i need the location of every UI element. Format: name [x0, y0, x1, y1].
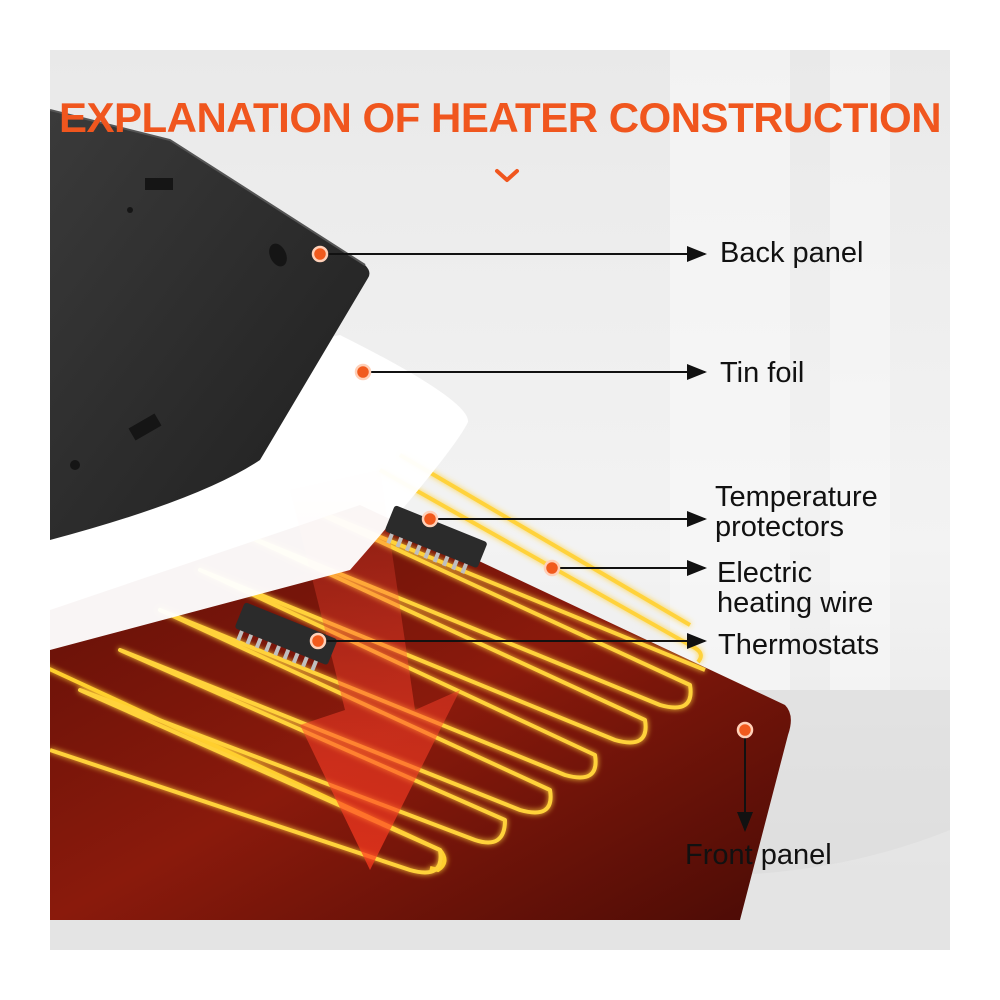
label-temperature-protectors: Temperature protectors — [715, 481, 878, 543]
label-thermostats: Thermostats — [718, 629, 880, 661]
marker-tin-foil — [354, 363, 372, 381]
diagram-scene: EXPLANATION OF HEATER CONSTRUCTION Back … — [50, 50, 950, 950]
diagram-illustration — [50, 50, 950, 950]
ic-chip-icon — [385, 505, 487, 574]
label-front-panel: Front panel — [685, 839, 832, 871]
marker-temperature-protectors — [421, 510, 439, 528]
ic-chip-icon — [235, 602, 337, 671]
marker-thermostats — [309, 632, 327, 650]
marker-front-panel — [736, 721, 754, 739]
label-tin-foil: Tin foil — [720, 357, 805, 389]
marker-back-panel — [311, 245, 329, 263]
marker-electric-heating-wire — [543, 559, 561, 577]
chevron-down-icon — [495, 169, 519, 182]
label-back-panel: Back panel — [720, 237, 864, 269]
label-electric-heating-wire: Electric heating wire — [717, 557, 874, 619]
page-title: EXPLANATION OF HEATER CONSTRUCTION — [58, 94, 942, 141]
